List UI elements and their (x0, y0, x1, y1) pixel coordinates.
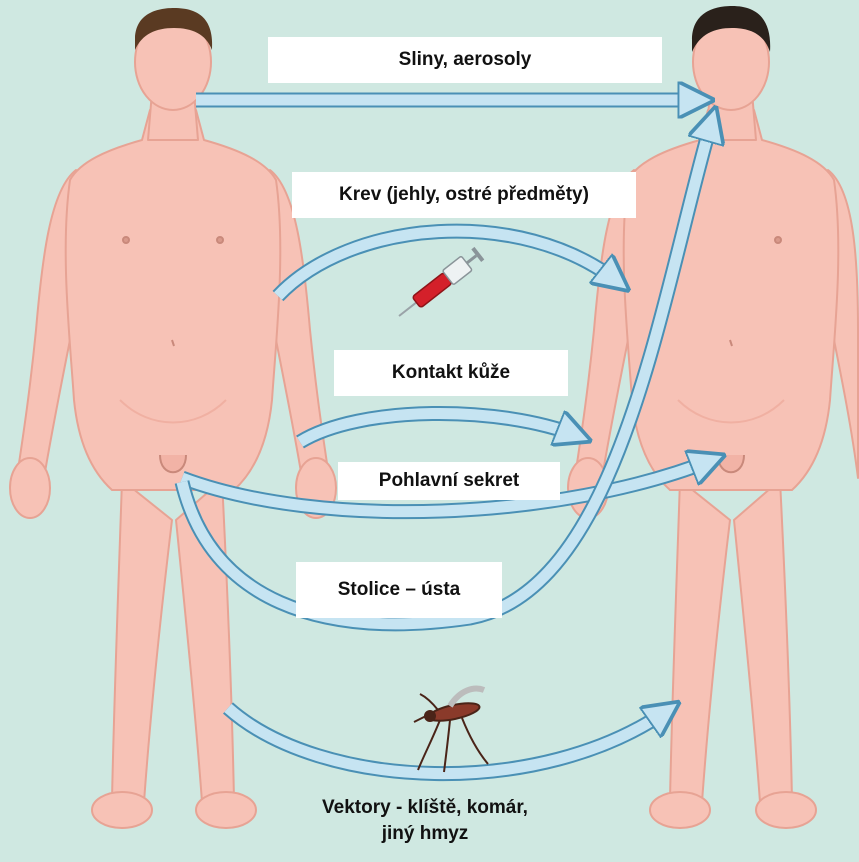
label-vectors-line2: jiný hmyz (382, 821, 469, 847)
label-skin: Kontakt kůže (334, 350, 568, 396)
label-vectors-line1: Vektory - klíště, komár, (322, 795, 528, 821)
label-vectors: Vektory - klíště, komár, jiný hmyz (270, 788, 580, 854)
syringe-icon (393, 246, 484, 323)
label-sexual: Pohlavní sekret (338, 462, 560, 500)
left-person-figure (10, 14, 336, 828)
label-saliva: Sliny, aerosoly (268, 37, 662, 83)
label-fecal-oral: Stolice – ústa (296, 562, 502, 618)
mosquito-icon (414, 689, 488, 772)
label-blood: Krev (jehly, ostré předměty) (292, 172, 636, 218)
